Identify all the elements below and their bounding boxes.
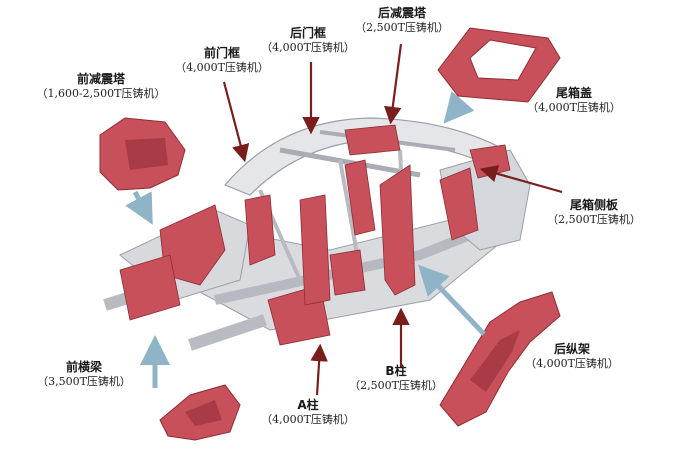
label-rear-door-frame: 后门框 （4,000T压铸机） <box>258 26 358 55</box>
rear-longitudinal-assembly-arrow <box>418 264 486 336</box>
label-a-pillar: A柱 （4,000T压铸机） <box>258 398 358 427</box>
trunk-side-panel-arrow <box>479 165 563 194</box>
trunk-lid-part <box>437 27 561 103</box>
rear-door-frame-name: 后门框 <box>289 26 326 40</box>
label-trunk-side-panel: 尾箱侧板 （2,500T压铸机） <box>544 198 644 227</box>
car-cast-parts <box>119 124 511 346</box>
front-door-frame-spec: （4,000T压铸机） <box>175 61 269 74</box>
trunk-side-panel-name: 尾箱侧板 <box>569 198 618 212</box>
a-pillar-name: A柱 <box>297 398 319 412</box>
rear-door-frame-spec: （4,000T压铸机） <box>261 41 355 54</box>
rear-shock-tower-arrow <box>383 43 403 125</box>
assembly-arrows <box>125 91 486 388</box>
a-pillar-spec: （4,000T压铸机） <box>261 413 355 426</box>
b-pillar-spec: （2,500T压铸机） <box>349 379 443 392</box>
rear-longitudinal-spec: （4,000T压铸机） <box>525 357 619 370</box>
front-shock-tower-spec: （1,600-2,500T压铸机） <box>36 87 166 100</box>
b-pillar-name: B柱 <box>385 364 407 378</box>
trunk-lid-name: 尾箱盖 <box>555 86 592 100</box>
trunk-lid-spec: （4,000T压铸机） <box>527 101 621 114</box>
trunk-lid-assembly-arrow <box>443 91 475 124</box>
a-pillar-arrow <box>310 343 328 396</box>
trunk-side-panel-spec: （2,500T压铸机） <box>547 213 641 226</box>
label-front-crossmember: 前横梁 （3,500T压铸机） <box>34 360 134 389</box>
front-shock-tower-assembly-arrow <box>125 190 153 225</box>
front-door-frame-name: 前门框 <box>203 46 240 60</box>
front-crossmember-spec: （3,500T压铸机） <box>37 375 131 388</box>
label-rear-longitudinal: 后纵架 （4,000T压铸机） <box>522 342 622 371</box>
front-crossmember-part <box>159 384 241 441</box>
label-front-door-frame: 前门框 （4,000T压铸机） <box>172 46 272 75</box>
pointer-arrows <box>222 43 563 396</box>
label-b-pillar: B柱 （2,500T压铸机） <box>346 364 446 393</box>
rear-shock-tower-name: 后减震塔 <box>377 6 426 20</box>
front-shock-tower-part <box>99 117 186 191</box>
front-door-frame-arrow <box>222 81 250 163</box>
rear-longitudinal-name: 后纵架 <box>553 342 590 356</box>
label-trunk-lid: 尾箱盖 （4,000T压铸机） <box>524 86 624 115</box>
label-rear-shock-tower: 后减震塔 （2,500T压铸机） <box>352 6 452 35</box>
rear-shock-tower-spec: （2,500T压铸机） <box>355 21 449 34</box>
label-front-shock-tower: 前减震塔 （1,600-2,500T压铸机） <box>26 72 176 101</box>
front-shock-tower-name: 前减震塔 <box>76 72 125 86</box>
front-crossmember-name: 前横梁 <box>65 360 102 374</box>
